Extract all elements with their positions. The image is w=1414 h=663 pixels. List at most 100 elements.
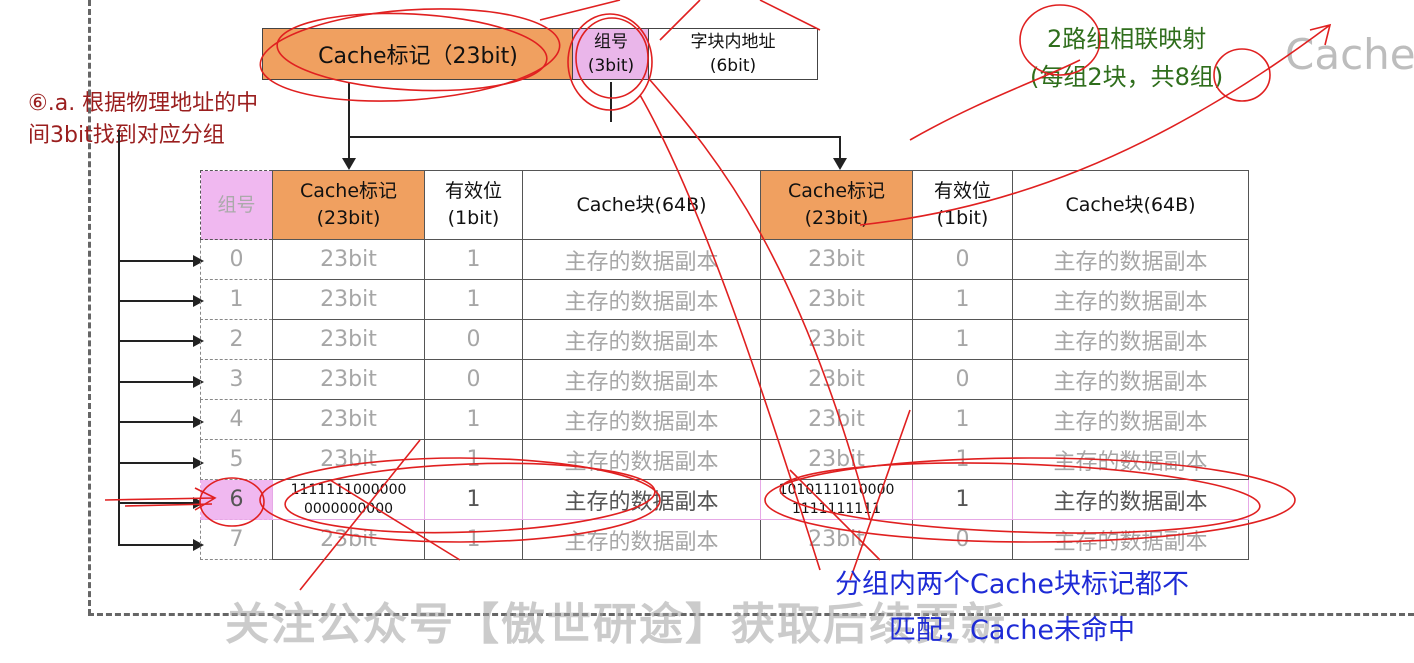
row-arrow-7 [118, 539, 204, 551]
block-cell: 主存的数据副本 [522, 399, 761, 440]
block-cell: 主存的数据副本 [522, 319, 761, 360]
tag-cell: 23bit [272, 439, 425, 480]
connector-right-arrowhead [833, 158, 847, 170]
valid-cell: 1 [424, 519, 523, 560]
col-group: 组号 [200, 170, 273, 240]
valid-cell: 1 [424, 479, 523, 520]
tag-cell: 23bit [760, 279, 913, 320]
valid-cell: 0 [912, 519, 1013, 560]
block-cell: 主存的数据副本 [1012, 519, 1249, 560]
cache-title-fragment: Cache [1285, 30, 1414, 79]
valid-cell: 1 [424, 439, 523, 480]
dashed-frame-bottom [88, 613, 1414, 616]
group-number: 3 [200, 359, 273, 400]
address-tag-field: Cache标记（23bit) [262, 28, 574, 80]
block-cell: 主存的数据副本 [1012, 479, 1249, 520]
col-valid-way2: 有效位(1bit) [912, 170, 1013, 240]
dashed-frame-left [88, 0, 91, 615]
group-number: 4 [200, 399, 273, 440]
row-arrow-0 [118, 255, 204, 267]
col-block-way2: Cache块(64B) [1012, 170, 1249, 240]
connector-left-arrowhead [342, 158, 356, 170]
row-arrow-6 [118, 497, 204, 509]
row-arrow-5 [118, 457, 204, 469]
col-valid-way1: 有效位(1bit) [424, 170, 523, 240]
connector-group-down [610, 82, 612, 122]
block-cell: 主存的数据副本 [1012, 399, 1249, 440]
valid-cell: 1 [912, 319, 1013, 360]
row-arrows-trunk [118, 130, 120, 546]
tag-cell: 23bit [760, 399, 913, 440]
cache-table: 组号 Cache标记(23bit) 有效位(1bit) Cache块(64B) … [200, 170, 1249, 560]
group-number: 7 [200, 519, 273, 560]
connector-right-down [839, 136, 841, 160]
group-number: 5 [200, 439, 273, 480]
tag-cell: 23bit [272, 519, 425, 560]
table-row: 5 23bit 1 主存的数据副本 23bit 1 主存的数据副本 [200, 439, 1249, 480]
tag-cell: 23bit [760, 239, 913, 280]
valid-cell: 1 [912, 439, 1013, 480]
table-row: 1 23bit 1 主存的数据副本 23bit 1 主存的数据副本 [200, 279, 1249, 320]
block-cell: 主存的数据副本 [1012, 319, 1249, 360]
col-tag-way1: Cache标记(23bit) [272, 170, 425, 240]
tag-cell: 23bit [760, 319, 913, 360]
result-note: 分组内两个Cache块标记都不 匹配，Cache未命中 [835, 569, 1189, 646]
col-tag-way2: Cache标记(23bit) [760, 170, 913, 240]
block-cell: 主存的数据副本 [1012, 239, 1249, 280]
table-header-row: 组号 Cache标记(23bit) 有效位(1bit) Cache块(64B) … [200, 170, 1249, 240]
table-row: 3 23bit 0 主存的数据副本 23bit 0 主存的数据副本 [200, 359, 1249, 400]
connector-horizontal [348, 136, 840, 138]
group-number: 0 [200, 239, 273, 280]
block-cell: 主存的数据副本 [1012, 439, 1249, 480]
connector-tag-down [348, 82, 350, 138]
valid-cell: 0 [912, 239, 1013, 280]
col-block-way1: Cache块(64B) [522, 170, 761, 240]
valid-cell: 0 [424, 319, 523, 360]
tag-cell: 23bit [272, 399, 425, 440]
block-cell: 主存的数据副本 [522, 279, 761, 320]
tag-cell: 23bit [272, 319, 425, 360]
row-arrow-4 [118, 416, 204, 428]
valid-cell: 0 [912, 359, 1013, 400]
tag-cell: 23bit [760, 359, 913, 400]
group-number: 2 [200, 319, 273, 360]
watermark-text: 关注公众号【傲世研途】获取后续更新 [225, 599, 1007, 650]
address-group-field: 组号(3bit) [572, 28, 650, 80]
tag-cell: 23bit [760, 439, 913, 480]
tag-cell: 23bit [760, 519, 913, 560]
valid-cell: 1 [912, 279, 1013, 320]
row-arrow-3 [118, 376, 204, 388]
address-offset-field: 字块内地址(6bit) [648, 28, 818, 80]
block-cell: 主存的数据副本 [522, 359, 761, 400]
table-row: 0 23bit 1 主存的数据副本 23bit 0 主存的数据副本 [200, 239, 1249, 280]
block-cell: 主存的数据副本 [522, 479, 761, 520]
row-arrow-2 [118, 335, 204, 347]
valid-cell: 1 [424, 399, 523, 440]
block-cell: 主存的数据副本 [522, 519, 761, 560]
connector-left-down [348, 136, 350, 160]
block-cell: 主存的数据副本 [522, 239, 761, 280]
step-note: ⑥.a. 根据物理地址的中 间3bit找到对应分组 [28, 91, 259, 148]
tag-cell: 23bit [272, 359, 425, 400]
row-arrow-1 [118, 295, 204, 307]
block-cell: 主存的数据副本 [1012, 359, 1249, 400]
tag-cell: 23bit [272, 279, 425, 320]
tag-cell: 23bit [272, 239, 425, 280]
mapping-note: 2路组相联映射 (每组2块，共8组) [1030, 25, 1224, 91]
valid-cell: 1 [912, 399, 1013, 440]
block-cell: 主存的数据副本 [1012, 279, 1249, 320]
valid-cell: 1 [912, 479, 1013, 520]
group-number: 1 [200, 279, 273, 320]
block-cell: 主存的数据副本 [522, 439, 761, 480]
table-row: 7 23bit 1 主存的数据副本 23bit 0 主存的数据副本 [200, 519, 1249, 560]
group-number: 6 [200, 479, 273, 520]
valid-cell: 1 [424, 279, 523, 320]
valid-cell: 1 [424, 239, 523, 280]
table-row: 2 23bit 0 主存的数据副本 23bit 1 主存的数据副本 [200, 319, 1249, 360]
table-row: 4 23bit 1 主存的数据副本 23bit 1 主存的数据副本 [200, 399, 1249, 440]
valid-cell: 0 [424, 359, 523, 400]
group-row-arrows [118, 130, 208, 560]
